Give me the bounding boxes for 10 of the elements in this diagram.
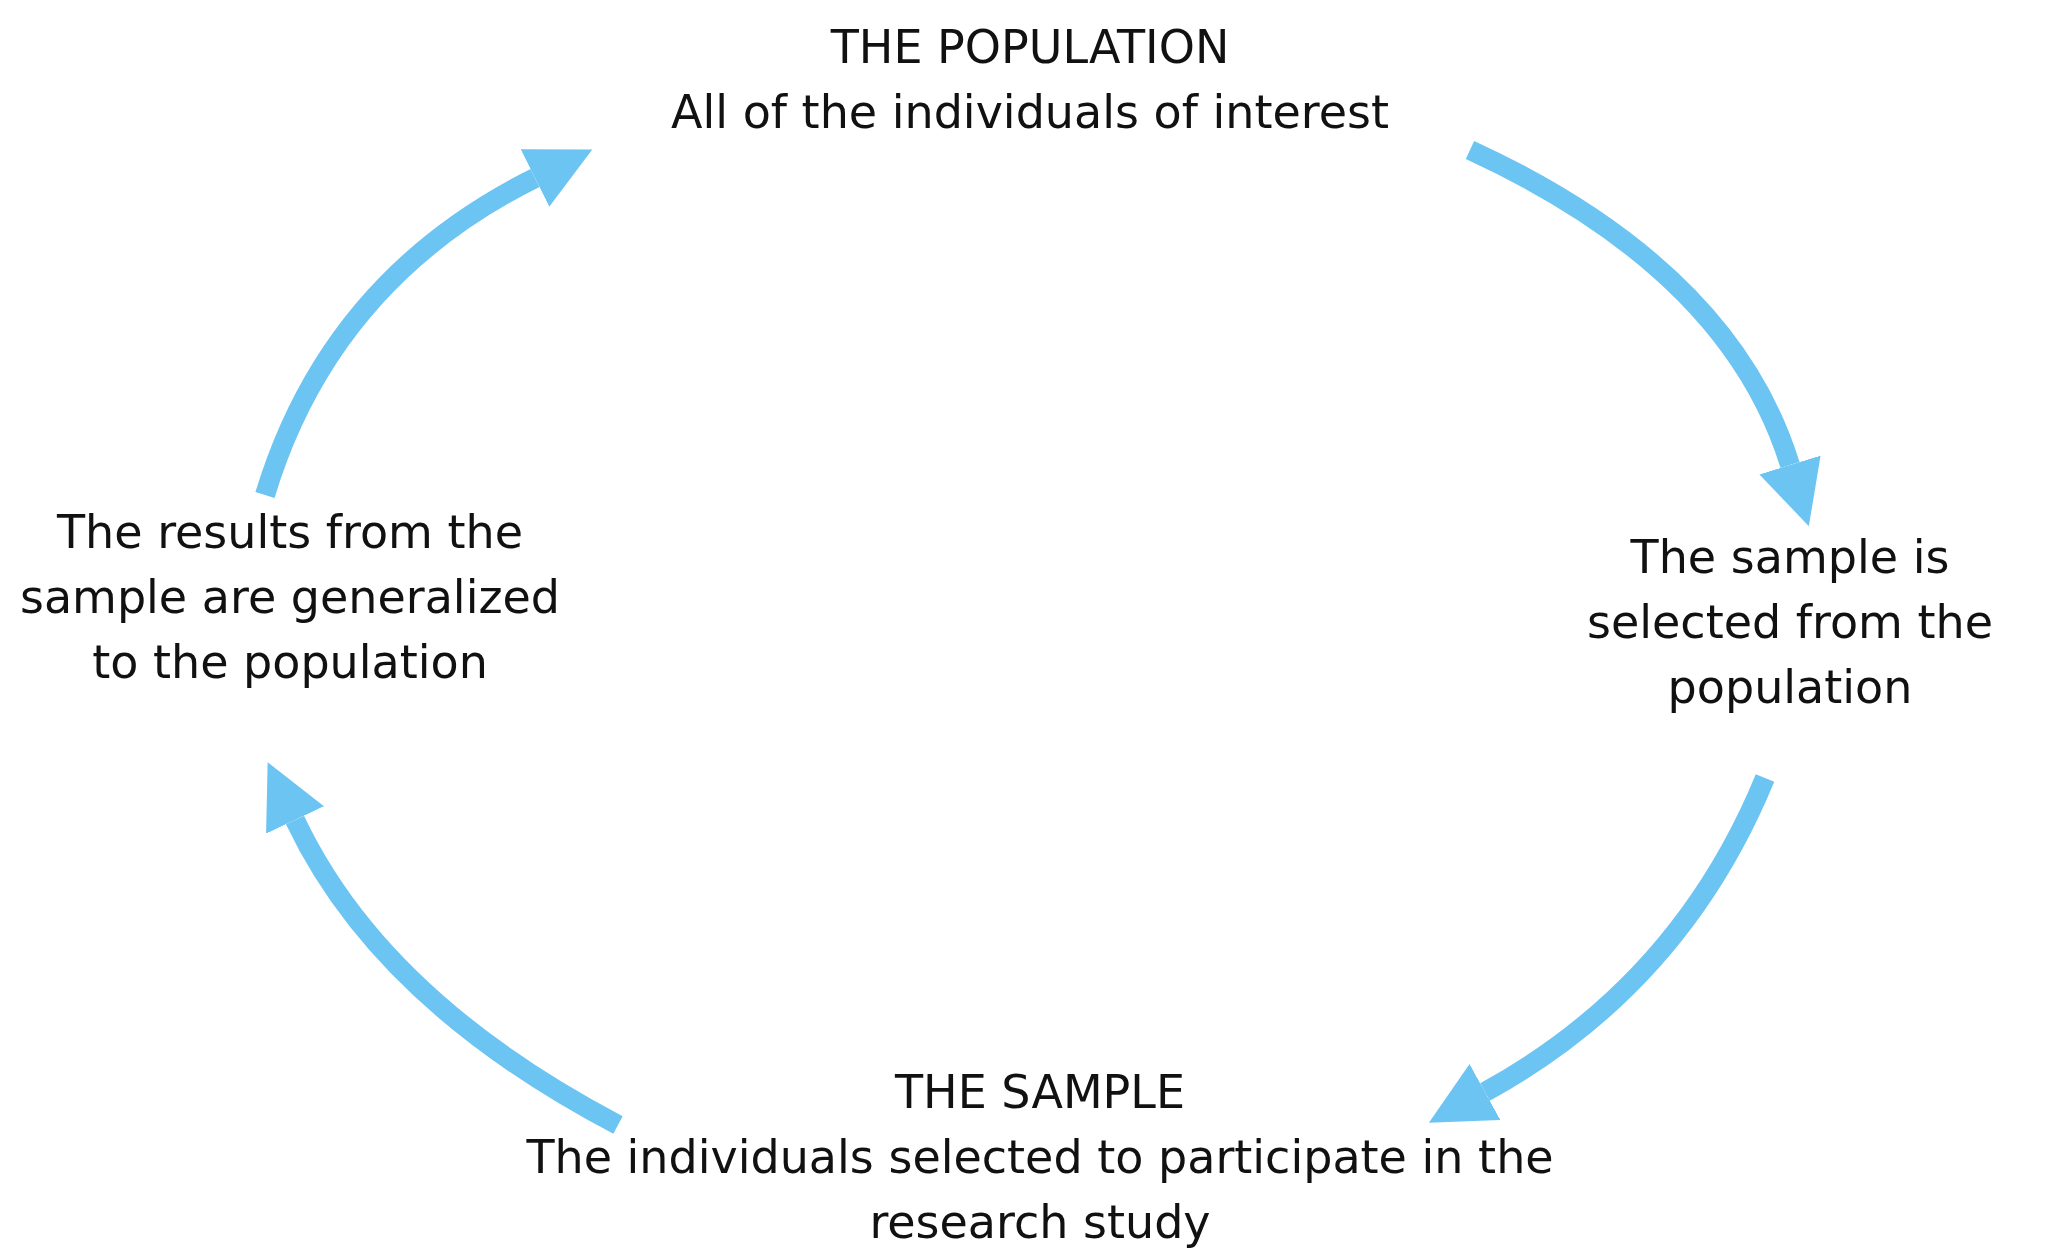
curved-arrow: [1465, 141, 1821, 526]
node-text: THE POPULATION: [829, 19, 1231, 76]
node-text: All of the individuals of interest: [670, 84, 1390, 141]
curved-arrow: [255, 147, 592, 499]
node-text: The individuals selected to participate in the research study: [525, 1129, 1555, 1251]
curved-arrow: [265, 763, 623, 1134]
node-text: The sample is selected from the population: [1586, 529, 1994, 716]
node-text: The results from the sample are generalized to the population: [18, 504, 562, 691]
node-text: THE SAMPLE: [894, 1064, 1186, 1121]
curved-arrow: [1429, 773, 1775, 1125]
